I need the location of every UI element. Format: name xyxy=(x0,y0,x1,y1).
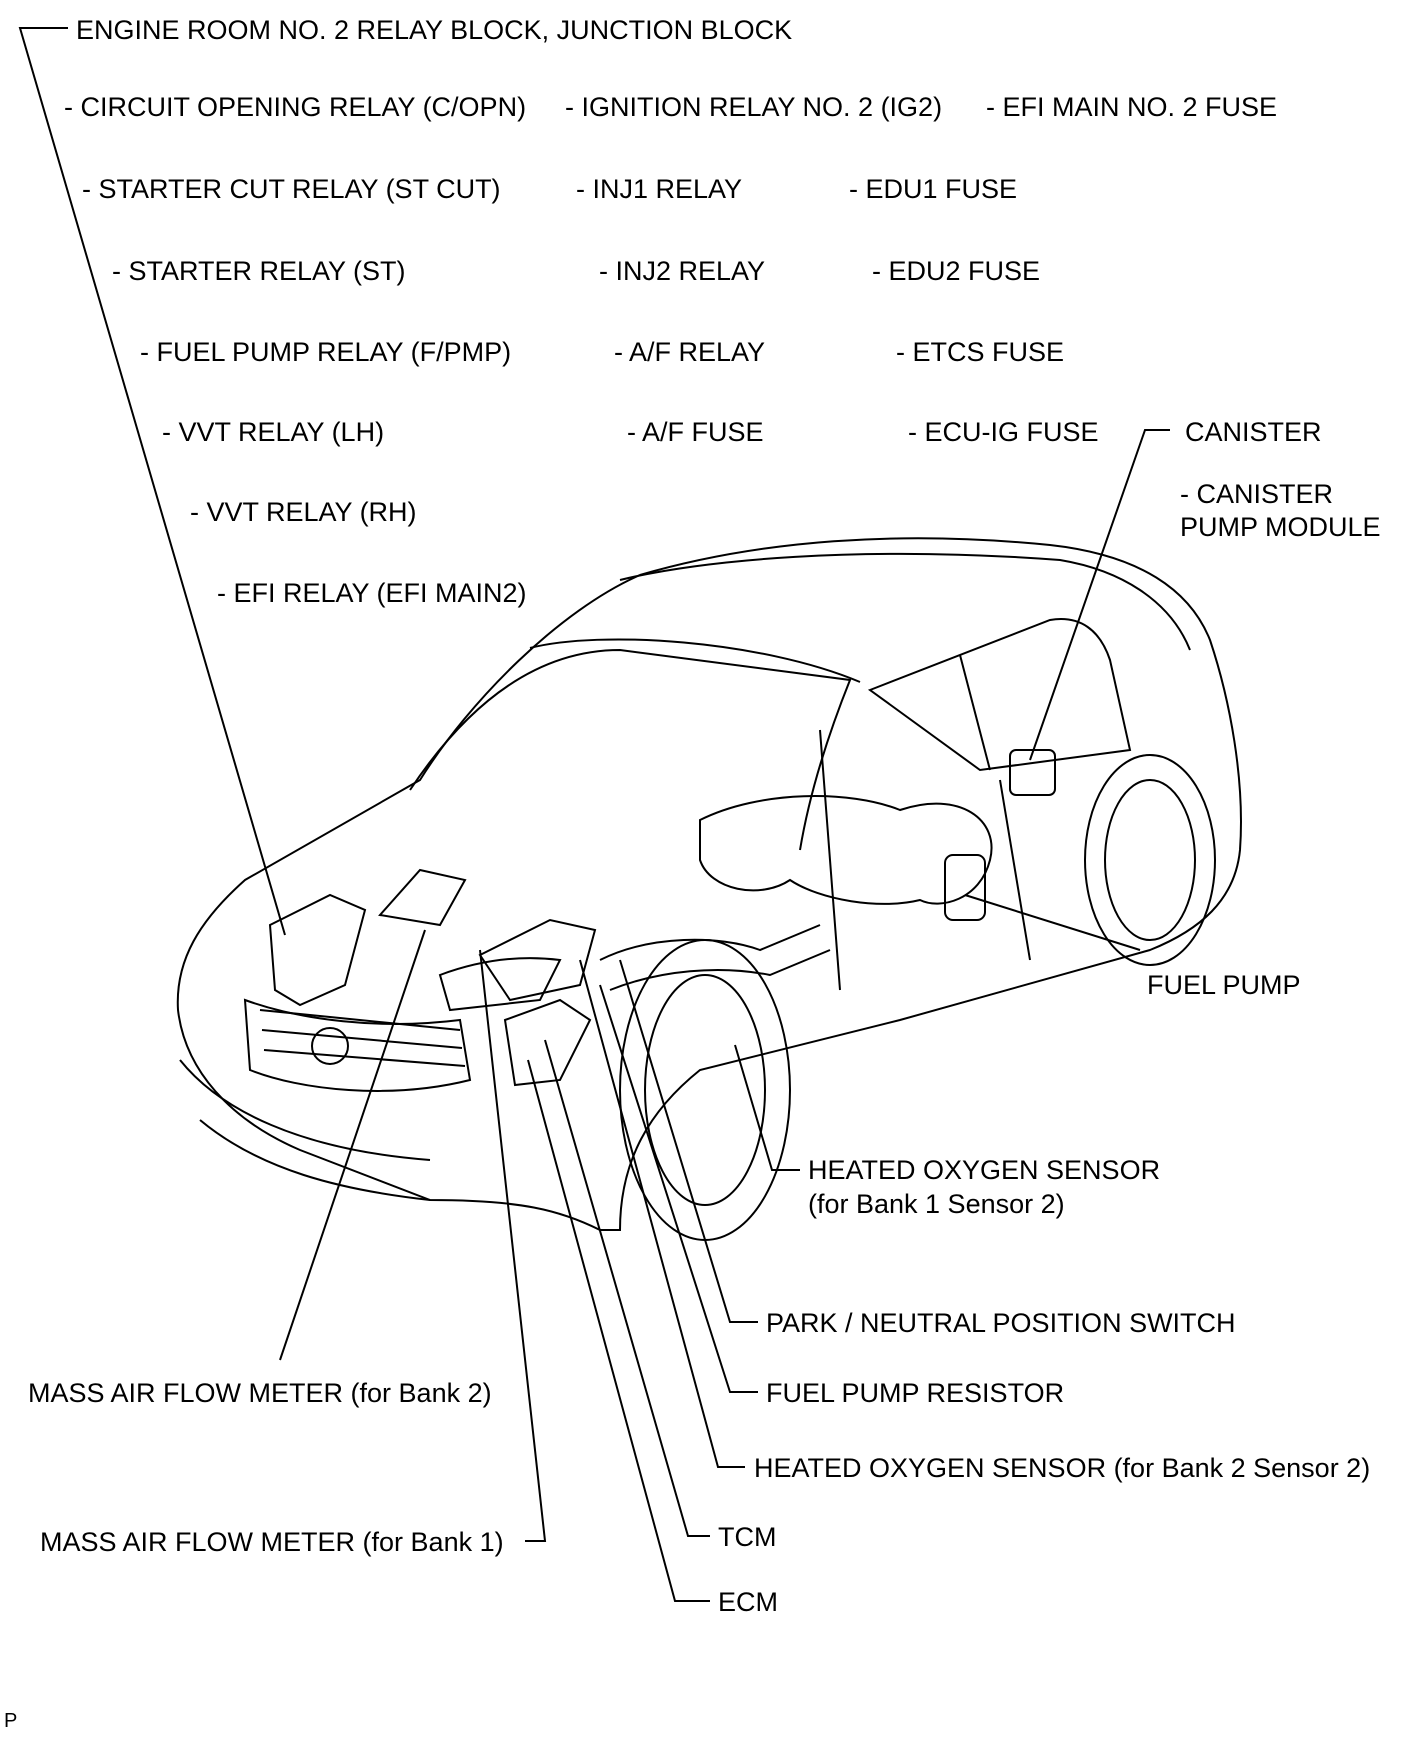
canister-label: CANISTER xyxy=(1185,417,1322,447)
fuel-pump-label: FUEL PUMP xyxy=(1147,970,1301,1000)
relay-item-af-relay: - A/F RELAY xyxy=(614,337,766,367)
ecm-label: ECM xyxy=(718,1587,778,1617)
canister-leader xyxy=(1029,429,1170,761)
fuel-pump-resistor-label: FUEL PUMP RESISTOR xyxy=(766,1378,1065,1408)
relay-item-af-fuse: - A/F FUSE xyxy=(627,417,764,447)
relay-block-title: ENGINE ROOM NO. 2 RELAY BLOCK, JUNCTION … xyxy=(76,15,793,45)
ho2-b1s2-leader xyxy=(734,1044,800,1171)
ecm-leader xyxy=(527,1059,710,1602)
fuel-pump-resistor-leader xyxy=(599,984,758,1393)
relay-item-circuit-opening: - CIRCUIT OPENING RELAY (C/OPN) xyxy=(64,92,527,122)
relay-item-inj1: - INJ1 RELAY xyxy=(576,174,743,204)
relay-item-ecu-ig-fuse: - ECU-IG FUSE xyxy=(908,417,1099,447)
relay-block-leader xyxy=(18,27,286,936)
maf-bank1-leader xyxy=(479,949,547,1542)
maf-bank1-label: MASS AIR FLOW METER (for Bank 1) xyxy=(40,1527,504,1557)
relay-item-vvt-lh: - VVT RELAY (LH) xyxy=(162,417,385,447)
relay-item-fuel-pump: - FUEL PUMP RELAY (F/PMP) xyxy=(140,337,512,367)
relay-item-starter: - STARTER RELAY (ST) xyxy=(112,256,406,286)
ho2-b1s2-label-line2: (for Bank 1 Sensor 2) xyxy=(808,1189,1065,1219)
pnp-switch-leader xyxy=(619,959,758,1323)
maf-bank2-leader xyxy=(279,929,426,1361)
ho2-b2s2-leader xyxy=(579,959,745,1468)
ho2-b2s2-label: HEATED OXYGEN SENSOR (for Bank 2 Sensor … xyxy=(754,1453,1371,1483)
footer-mark: P xyxy=(4,1710,18,1732)
relay-item-etcs-fuse: - ETCS FUSE xyxy=(896,337,1065,367)
relay-item-vvt-rh: - VVT RELAY (RH) xyxy=(190,497,417,527)
tcm-leader xyxy=(544,1039,710,1537)
relay-item-starter-cut: - STARTER CUT RELAY (ST CUT) xyxy=(82,174,501,204)
relay-item-inj2: - INJ2 RELAY xyxy=(599,256,766,286)
canister-pump-module-line1: - CANISTER xyxy=(1180,479,1334,509)
maf-bank2-label: MASS AIR FLOW METER (for Bank 2) xyxy=(28,1378,492,1408)
relay-item-edu1-fuse: - EDU1 FUSE xyxy=(849,174,1018,204)
fuel-pump-leader xyxy=(964,894,1141,951)
relay-item-efi-main2-fuse: - EFI MAIN NO. 2 FUSE xyxy=(986,92,1278,122)
relay-item-edu2-fuse: - EDU2 FUSE xyxy=(872,256,1041,286)
relay-item-efi: - EFI RELAY (EFI MAIN2) xyxy=(217,578,527,608)
relay-item-ig2: - IGNITION RELAY NO. 2 (IG2) xyxy=(565,92,943,122)
ho2-b1s2-label-line1: HEATED OXYGEN SENSOR xyxy=(808,1155,1161,1185)
pnp-switch-label: PARK / NEUTRAL POSITION SWITCH xyxy=(766,1308,1236,1338)
tcm-label: TCM xyxy=(718,1522,777,1552)
canister-pump-module-line2: PUMP MODULE xyxy=(1180,512,1381,542)
